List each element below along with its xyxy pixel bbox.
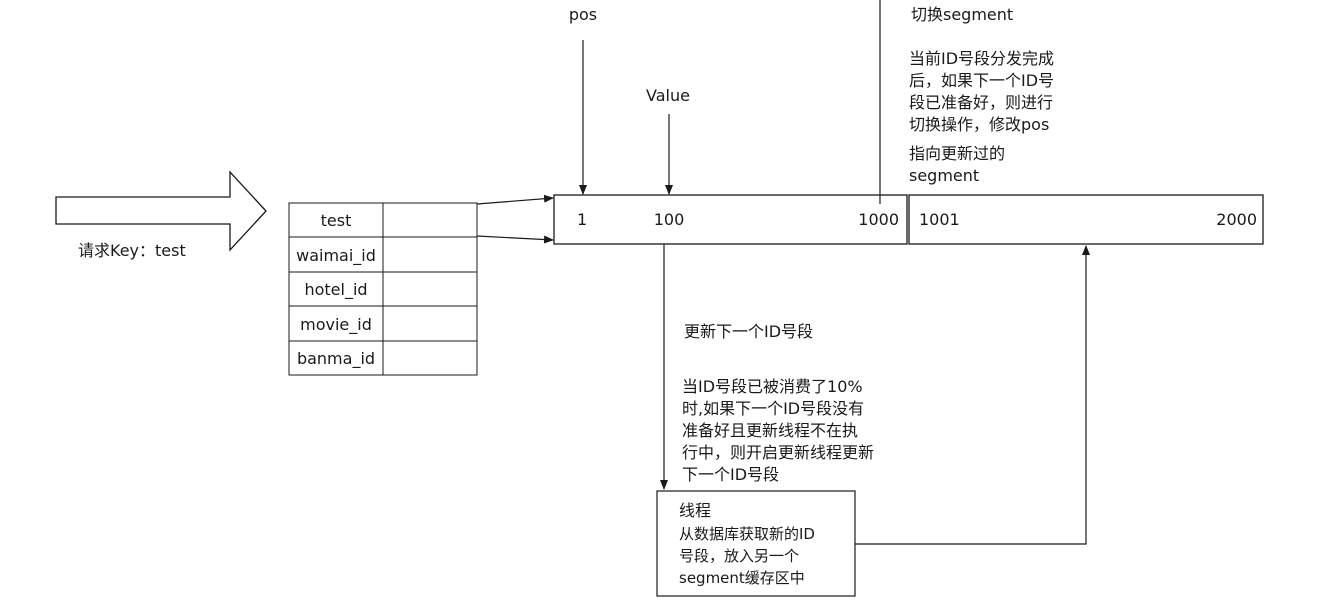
key-cell-banma: banma_id	[297, 349, 375, 369]
thread-box-line: segment缓存区中	[679, 569, 805, 587]
update-note: 更新下一个ID号段 当ID号段已被消费了10% 时,如果下一个ID号段没有 准备…	[682, 322, 874, 484]
update-note-line: 时,如果下一个ID号段没有	[682, 399, 864, 418]
keys-table: test waimai_id hotel_id movie_id banma_i…	[288, 202, 478, 376]
thread-to-segment2-arrow	[855, 245, 1090, 545]
key-cell-hotel: hotel_id	[304, 280, 367, 300]
request-arrow	[55, 170, 267, 252]
update-note-line: 下一个ID号段	[682, 465, 779, 484]
table-to-buffer-arrow-top	[476, 194, 554, 205]
segment-buffer: 1 100 1000 1001 2000	[553, 194, 1264, 245]
switch-note-line: segment	[909, 166, 979, 185]
thread-box: 线程 从数据库获取新的ID 号段，放入另一个 segment缓存区中	[656, 490, 856, 597]
switch-note-line: 切换操作，修改pos	[909, 115, 1049, 134]
switch-note-title: 切换segment	[911, 5, 1013, 24]
thread-box-title: 线程	[679, 501, 711, 520]
request-label: 请求Key：test	[78, 241, 186, 260]
table-to-buffer-arrow-bottom	[476, 235, 554, 244]
update-note-title: 更新下一个ID号段	[684, 322, 813, 341]
switch-note-line: 当前ID号段分发完成	[909, 49, 1054, 68]
switch-note-line: 指向更新过的	[909, 144, 1005, 163]
pos-label: pos	[569, 5, 597, 24]
key-cell-movie: movie_id	[300, 315, 372, 335]
thread-box-line: 号段，放入另一个	[679, 547, 799, 565]
segment-1-value: 100	[654, 210, 685, 229]
key-cell-test: test	[321, 211, 352, 230]
segment-2	[908, 194, 1264, 245]
value-label: Value	[646, 86, 690, 105]
switch-note-line: 段已准备好，则进行	[909, 93, 1053, 112]
update-note-line: 当ID号段已被消费了10%	[682, 377, 863, 396]
segment-2-start: 1001	[919, 210, 960, 229]
segment-1-start: 1	[577, 210, 587, 229]
segment-1-end: 1000	[858, 210, 899, 229]
update-note-line: 行中，则开启更新线程更新	[682, 443, 874, 462]
switch-note: 切换segment 当前ID号段分发完成 后，如果下一个ID号 段已准备好，则进…	[909, 5, 1054, 185]
segment-1	[553, 194, 908, 245]
key-cell-waimai: waimai_id	[296, 246, 376, 266]
update-note-line: 准备好且更新线程不在执	[682, 421, 858, 440]
thread-box-line: 从数据库获取新的ID	[679, 525, 815, 543]
switch-note-line: 后，如果下一个ID号	[909, 71, 1054, 90]
segment-2-end: 2000	[1216, 210, 1257, 229]
